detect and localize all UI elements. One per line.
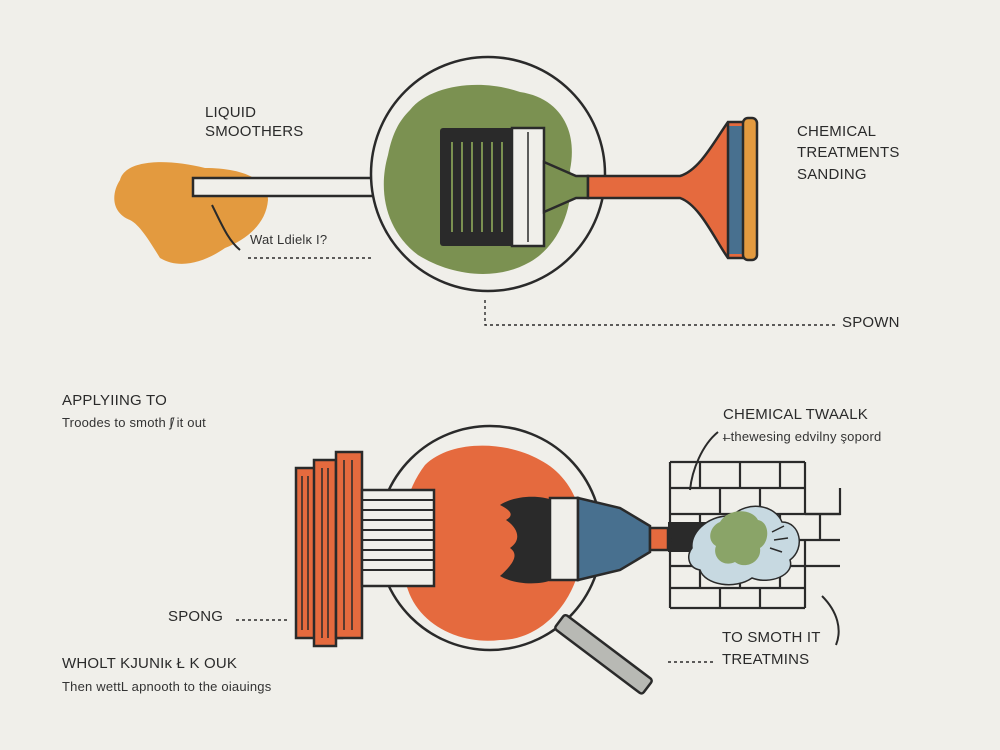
- sanding-block-icon: [294, 450, 436, 648]
- label-troodes: Troodes to smoth ʃ̸ it out: [62, 415, 206, 430]
- label-chemical-twaalk: CHEMICAL TWAALK: [723, 406, 868, 423]
- green-splotch: [710, 511, 768, 566]
- label-applying-to: APPLYIING TO: [62, 392, 167, 409]
- label-wat-liquid: Wat Ldielĸ I?: [250, 232, 328, 247]
- label-spong: SPONG: [168, 608, 224, 625]
- label-chemical: CHEMICAL: [797, 123, 877, 140]
- label-treatments: TREATMENTS: [797, 144, 900, 161]
- label-thewesing: ı̶ thewesing edvilny şopord: [723, 429, 882, 444]
- label-spown: SPOWN: [842, 314, 900, 331]
- label-treatmins: TREATMINS: [722, 651, 810, 668]
- paint-brush-icon: [440, 126, 590, 248]
- pointer-curve-smoth: [821, 595, 840, 646]
- label-liquid: LIQUID: [205, 104, 257, 121]
- squeegee-icon: [554, 613, 653, 695]
- label-smoothers: SMOOTHERS: [205, 123, 304, 140]
- brush-handle-bar: [191, 176, 380, 198]
- drip-line: [211, 204, 241, 251]
- label-then-wettl: Then wettL apnooth to the oiauings: [62, 679, 272, 694]
- label-to-smoth-it: TO SMOTH IT: [722, 629, 821, 646]
- pointer-curve-chemical: [689, 431, 719, 491]
- plunger-icon: [586, 116, 759, 262]
- bottom-paint-brush-icon: [500, 496, 714, 584]
- label-sanding: SANDING: [797, 166, 867, 183]
- leader-spown: [484, 300, 835, 326]
- label-wholt: WHOLT KJUNIĸ Ł K OUK: [62, 655, 238, 672]
- spray-lines: [769, 525, 789, 553]
- orange-paint-blob: [400, 445, 584, 641]
